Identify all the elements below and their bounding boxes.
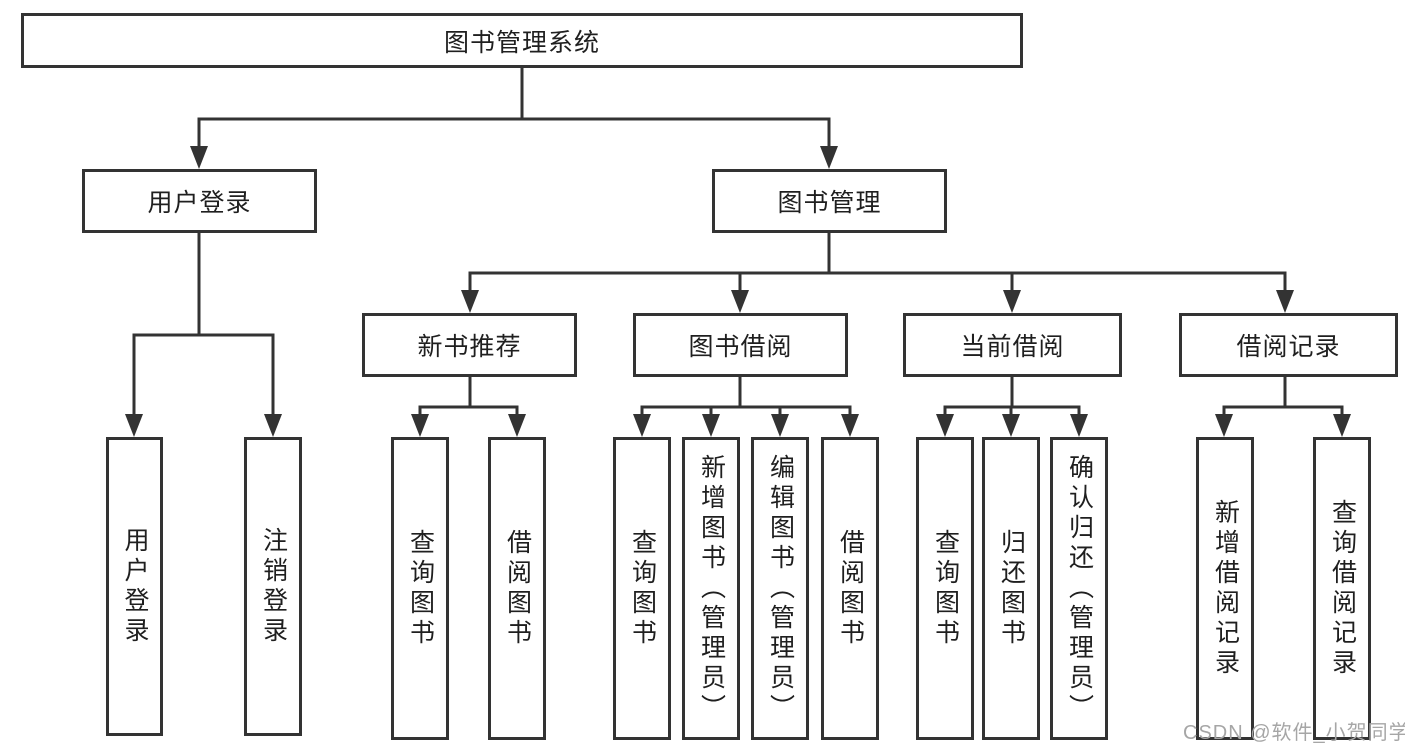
node-new-book-recommend: 新书推荐 <box>362 313 577 377</box>
leaf-borrowing-query-books: 查询图书 <box>613 437 671 740</box>
arrowheads <box>125 146 1351 437</box>
leaf-newbook-borrow-books: 借阅图书 <box>488 437 546 740</box>
node-library-management-system: 图书管理系统 <box>21 13 1023 68</box>
leaf-logout: 注销登录 <box>244 437 302 736</box>
leaf-current-query-books: 查询图书 <box>916 437 974 740</box>
leaf-borrowing-add-books-admin: 新增图书（管理员） <box>682 437 740 740</box>
node-book-management: 图书管理 <box>712 169 947 233</box>
leaf-newbook-query-books: 查询图书 <box>391 437 449 740</box>
csdn-watermark: CSDN @软件_小贺同学 <box>1183 722 1405 744</box>
leaf-borrowing-edit-books-admin: 编辑图书（管理员） <box>751 437 809 740</box>
leaf-user-login: 用户登录 <box>106 437 163 736</box>
leaf-records-query-borrow-record: 查询借阅记录 <box>1313 437 1371 740</box>
leaf-records-add-borrow-record: 新增借阅记录 <box>1196 437 1254 740</box>
node-borrow-records: 借阅记录 <box>1179 313 1398 377</box>
leaf-borrowing-borrow-books: 借阅图书 <box>821 437 879 740</box>
leaf-current-return-books: 归还图书 <box>982 437 1040 740</box>
node-user-login: 用户登录 <box>82 169 317 233</box>
leaf-current-confirm-return-admin: 确认归还（管理员） <box>1050 437 1108 740</box>
node-current-borrowing: 当前借阅 <box>903 313 1122 377</box>
node-book-borrowing: 图书借阅 <box>633 313 848 377</box>
